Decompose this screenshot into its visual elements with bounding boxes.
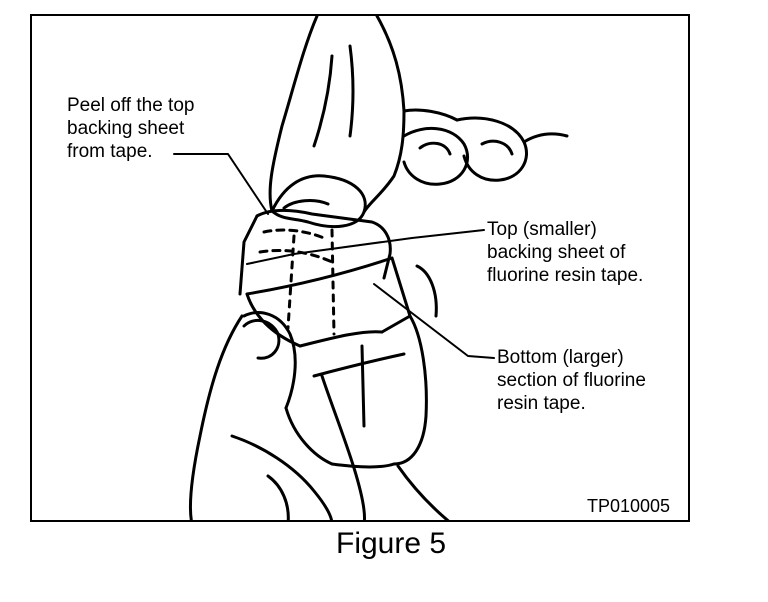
callout-top-line-1: Top (smaller) [487,219,597,240]
callout-peel-top-sheet: Peel off the top backing sheet from tape… [67,94,194,163]
tape-inner-2 [258,248,334,264]
upper-finger-3-nail [480,139,514,156]
lower-finger-right-3 [360,344,366,428]
upper-hand-bottom [522,132,569,144]
leader-peel [173,153,269,215]
upper-hand-back [375,16,459,122]
lower-thumb [242,311,297,410]
lower-hand-bottom-3 [396,464,450,520]
upper-hand-crease-2 [348,44,355,138]
lower-finger-crease [330,462,396,469]
tape-top-sheet [255,209,392,280]
figure-frame: Peel off the top backing sheet from tape… [30,14,690,522]
lower-finger-right-2 [415,264,438,318]
upper-thumb-nail [282,199,330,210]
tape-sheet-left [238,214,259,296]
callout-bottom-line-2: section of fluorine [497,370,646,391]
lower-thumb-nail [242,318,281,360]
tape-inner-4 [330,228,336,336]
leader-top-sheet [246,229,485,265]
callout-peel-line-1: Peel off the top [67,95,195,116]
lower-hand-bottom-1 [320,374,366,520]
tape-bottom-band-lower [298,330,384,348]
figure-code: TP010005 [587,496,671,516]
figure-caption: Figure 5 [336,527,447,560]
callout-top-backing-sheet: Top (smaller) backing sheet of fluorine … [487,218,643,287]
lower-palm-crease [284,406,334,466]
leader-bottom-section [373,283,495,359]
upper-hand-outline [268,16,319,213]
callout-bottom-line-1: Bottom (larger) [497,347,624,368]
callout-bottom-line-3: resin tape. [497,393,586,414]
illustration [173,16,569,520]
upper-finger-3 [455,116,528,182]
callout-top-line-3: fluorine resin tape. [487,265,644,286]
tape-bottom-band-top [245,256,394,296]
tape-inner-3 [286,234,296,330]
lower-hand-left [188,314,244,520]
lower-finger-right-1 [392,314,428,466]
upper-finger-1 [362,109,406,214]
tape-inner-1 [262,228,326,240]
upper-finger-2-nail [418,141,452,156]
lower-hand-bottom-2 [230,434,333,520]
callout-peel-line-2: backing sheet [67,118,185,139]
upper-finger-2 [402,126,470,186]
callout-bottom-section: Bottom (larger) section of fluorine resi… [497,346,646,415]
callout-peel-line-3: from tape. [67,141,153,162]
callout-top-line-2: backing sheet of [487,242,626,263]
upper-hand-crease [312,54,334,148]
tape-bottom-edge [312,352,406,378]
lower-hand-cuff [266,474,290,520]
